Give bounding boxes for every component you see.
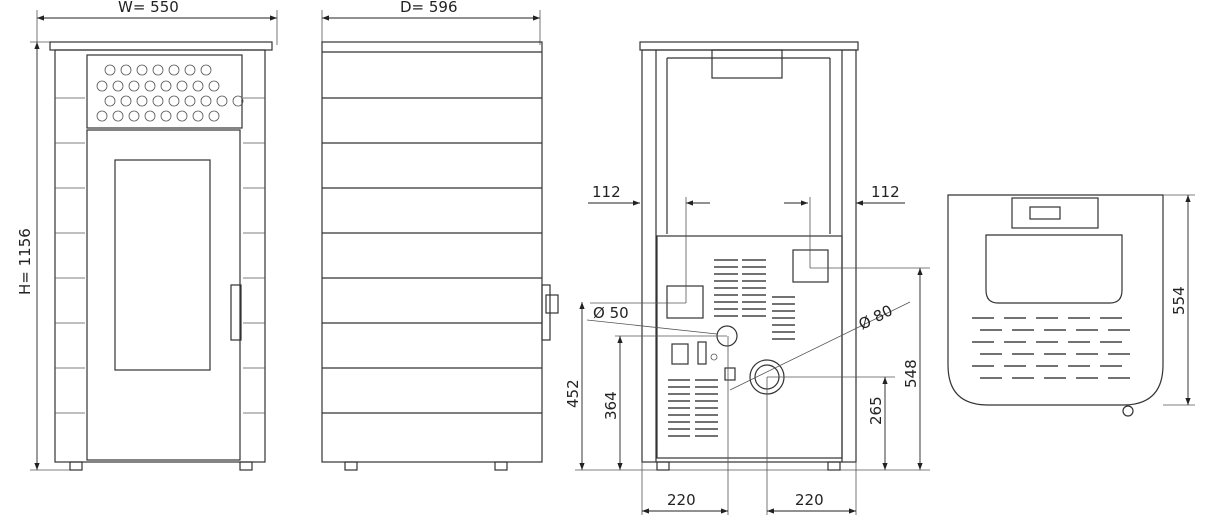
grille-hole <box>120 64 132 76</box>
door <box>86 129 241 461</box>
grille-hole <box>152 95 164 107</box>
grille-hole <box>168 95 180 107</box>
grille-hole <box>176 80 188 92</box>
dim-bottom-left-220: 220 <box>667 491 696 509</box>
dim-depth-554: 554 <box>1170 286 1188 315</box>
grille-hole <box>192 80 204 92</box>
grille-hole <box>144 80 156 92</box>
grille-hole <box>216 95 228 107</box>
grille-hole <box>128 80 140 92</box>
dim-height-364: 364 <box>602 391 620 420</box>
grille-hole <box>104 95 116 107</box>
rear-panel <box>656 235 843 459</box>
dim-bottom-right-220: 220 <box>795 491 824 509</box>
grille-hole <box>168 64 180 76</box>
grille-hole <box>208 80 220 92</box>
door-glass <box>114 159 211 371</box>
grille-hole <box>104 64 116 76</box>
dim-right-112: 112 <box>871 183 900 201</box>
front-view: W= 550 H= 1156 <box>16 0 278 471</box>
grille-hole <box>208 110 220 122</box>
height-dimension: H= 1156 <box>16 228 34 295</box>
grille-hole <box>160 110 172 122</box>
grille-hole <box>96 110 108 122</box>
air-grille <box>86 54 243 129</box>
grille-hole <box>136 95 148 107</box>
dim-diameter-80: Ø 80 <box>856 301 896 333</box>
grille-hole <box>120 95 132 107</box>
grille-hole <box>200 64 212 76</box>
grille-hole <box>112 110 124 122</box>
grille-hole <box>96 80 108 92</box>
grille-hole <box>112 80 124 92</box>
rear-view: 112 112 Ø 50 Ø 80 452 364 265 548 220 22… <box>564 41 930 515</box>
door-handle <box>230 284 242 341</box>
grille-hole <box>232 95 244 107</box>
grille-hole <box>128 110 140 122</box>
side-view: D= 596 <box>321 0 559 471</box>
dim-diameter-50: Ø 50 <box>593 304 629 322</box>
top-view: 554 <box>947 194 1195 417</box>
grille-hole <box>176 110 188 122</box>
dim-height-452: 452 <box>564 379 582 408</box>
grille-hole <box>152 64 164 76</box>
grille-hole <box>200 95 212 107</box>
grille-hole <box>192 110 204 122</box>
dim-height-265: 265 <box>867 396 885 425</box>
dim-height-548: 548 <box>902 359 920 388</box>
control-panel-display <box>1011 197 1099 229</box>
grille-hole <box>160 80 172 92</box>
grille-hole <box>136 64 148 76</box>
grille-hole <box>184 64 196 76</box>
grille-hole <box>184 95 196 107</box>
dim-left-112: 112 <box>592 183 621 201</box>
grille-hole <box>144 110 156 122</box>
depth-dimension: D= 596 <box>400 0 458 16</box>
width-dimension: W= 550 <box>118 0 179 16</box>
